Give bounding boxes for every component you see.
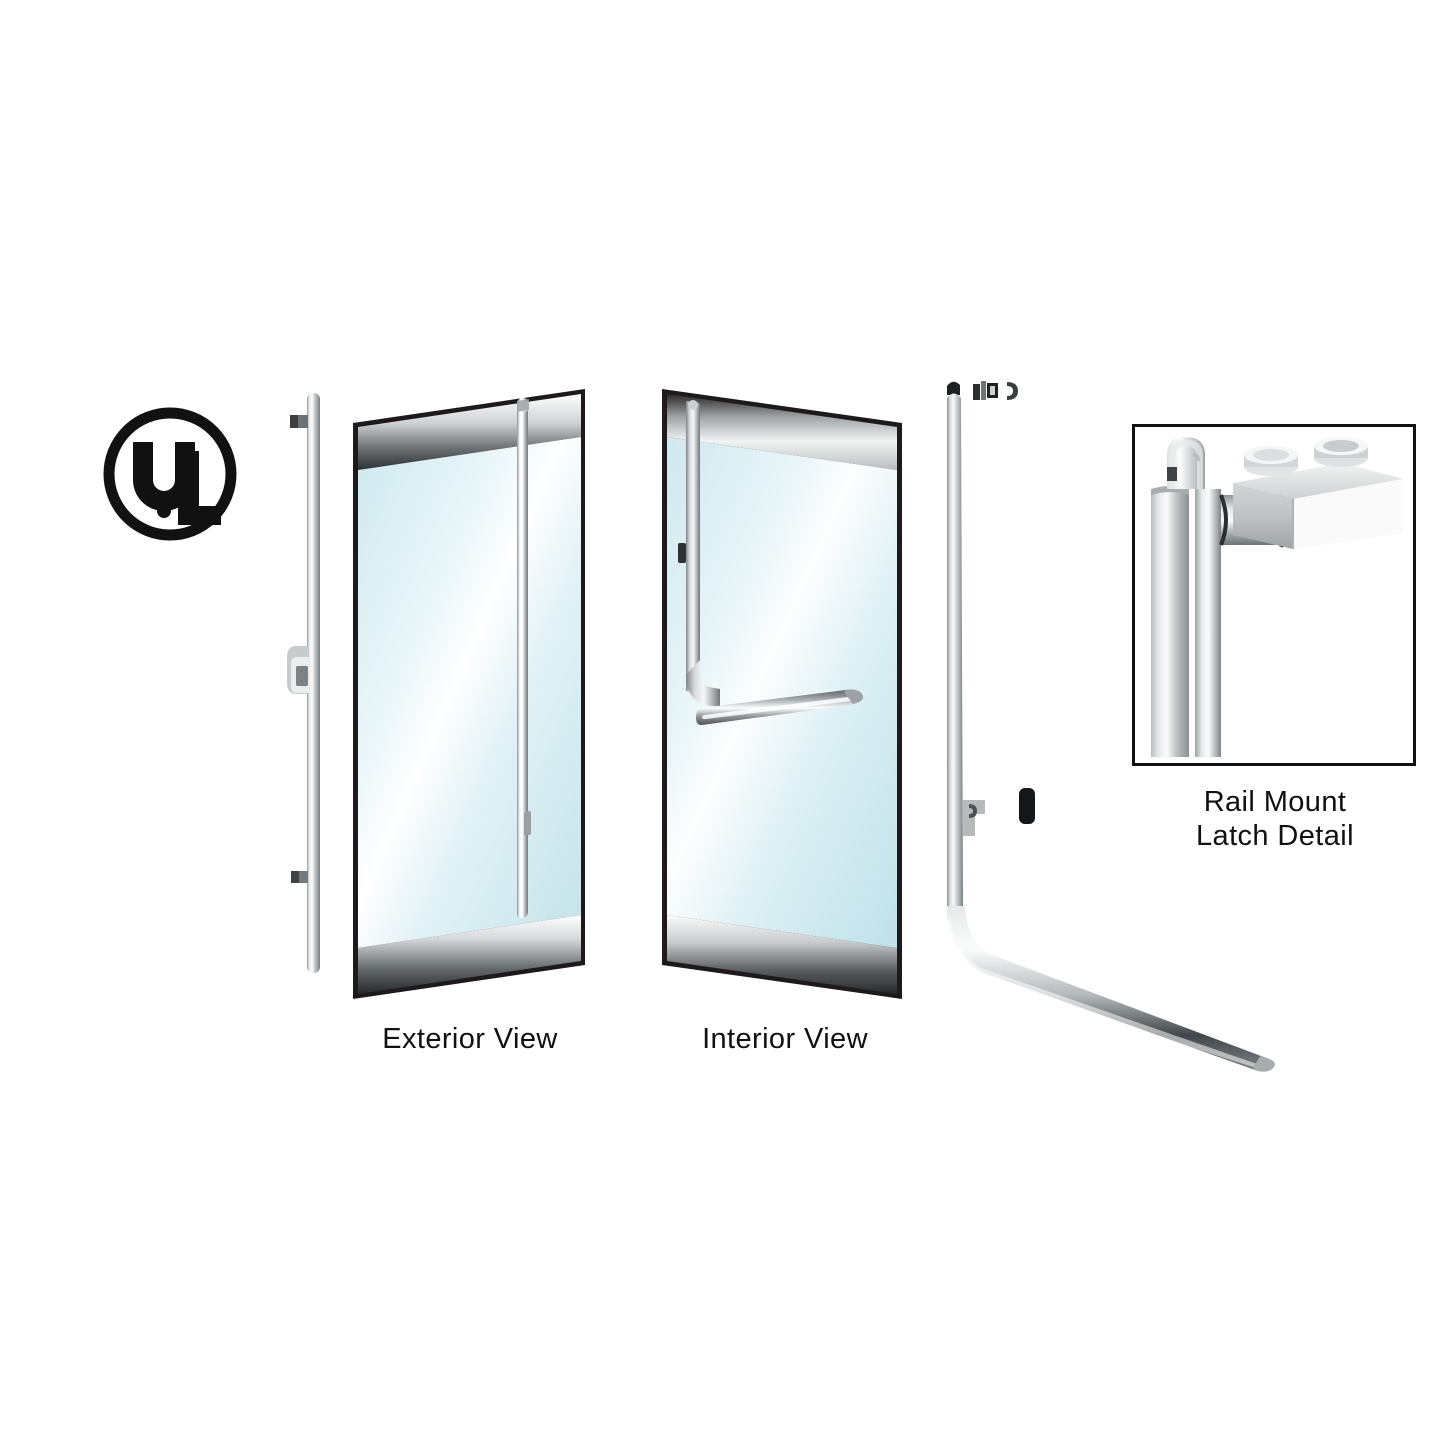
detail-latch-block [1233,463,1403,549]
ul-listed-mark [100,404,240,544]
exterior-door-drawing [287,389,585,999]
top-clip-icon [290,415,299,428]
rail-fitting [517,399,529,412]
glass-panel [358,437,581,948]
side-lock-keeper [287,646,309,694]
glass-panel [667,437,897,948]
assembly-keeper [1019,788,1035,824]
interior-door-drawing [662,389,902,999]
rail-mount-latch-detail-drawing [1151,437,1403,757]
ul-mark-icon [103,407,237,541]
handle-latch-plate [524,810,531,836]
bottom-clip-icon [291,871,300,883]
rod-assembly-figure [925,370,1305,1090]
bottom-rail [358,915,581,994]
rod-bracket [678,543,686,563]
assembly-latch-bracket [963,800,985,836]
rod-assembly-drawing [946,381,1275,1072]
interior-view-caption: Interior View [702,1023,868,1055]
top-rail [667,394,897,470]
top-clip-icon [298,415,308,428]
assembly-vertical-rod [947,393,963,910]
rail-mount-latch-detail-caption: Rail Mount Latch Detail [1196,786,1354,853]
bottom-rail [667,915,897,994]
bottom-clip-icon [299,871,308,883]
exterior-pull-handle [517,397,528,919]
assembly-push-bar [946,906,1275,1072]
detail-main-rod [1151,489,1189,757]
panic-push-bar [678,401,863,726]
rod-top-hardware [947,381,1018,400]
detail-rod-cap [1167,437,1205,489]
exterior-view-caption: Exterior View [382,1023,558,1055]
exterior-view-figure [265,375,595,1005]
detail-inner-rod [1195,489,1221,757]
detail-pivot-posts [1244,437,1368,476]
rod-top-fitting [688,400,698,410]
interior-view-figure [650,375,940,1005]
rail-mount-latch-detail-box [1132,424,1416,766]
exterior-hinge-rod [307,393,320,973]
